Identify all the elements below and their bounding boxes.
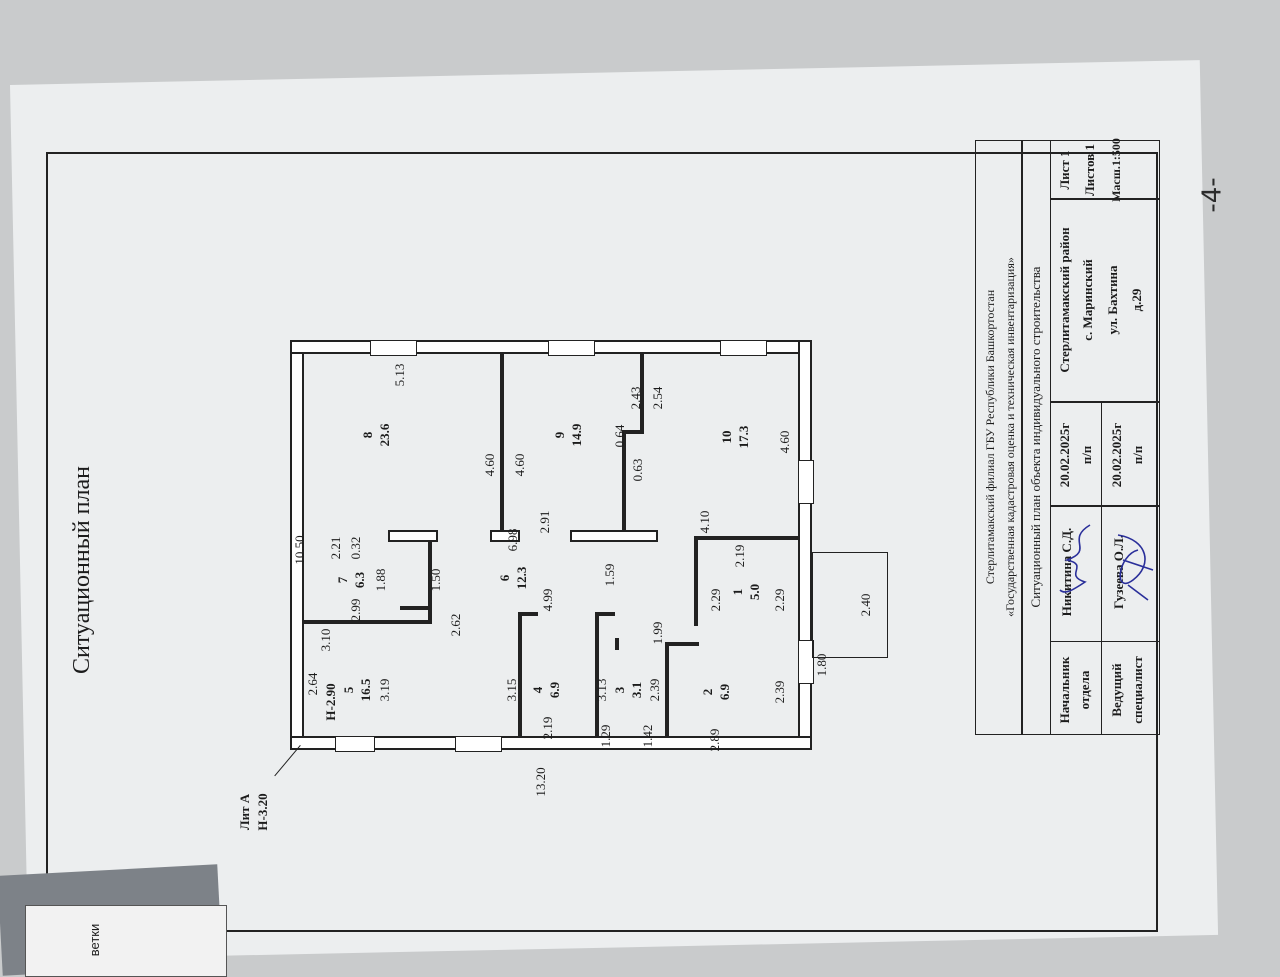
lit-label: Лит А — [237, 793, 252, 831]
dimension: 1.99 — [650, 621, 665, 645]
stamp-document-name: Ситуационный план объекта индивидуальног… — [1028, 266, 1043, 608]
dimension: 2.29 — [708, 588, 723, 612]
dimension: 1.50 — [428, 568, 443, 592]
stamp-org-full: «Государственная кадастровая оценка и те… — [1003, 257, 1017, 617]
dimension: 0.64 — [612, 424, 627, 448]
dimension: 4.60 — [512, 453, 527, 477]
sheets-total: Листов 1 — [1082, 143, 1097, 197]
dimension: 3.10 — [318, 628, 333, 652]
height-mark: Н-2.90 — [323, 683, 338, 721]
room-9-area: 14.9 — [569, 423, 584, 447]
lit-height: Н-3.20 — [255, 793, 270, 831]
dimension: 1.42 — [640, 724, 655, 748]
role: Ведущий — [1109, 663, 1124, 717]
role: специалист — [1130, 656, 1145, 724]
room-6-area: 12.3 — [514, 566, 529, 590]
pp: п/п — [1130, 445, 1145, 465]
dimension: 1.88 — [373, 568, 388, 592]
room-1-area: 5.0 — [747, 583, 762, 601]
dimension: 0.63 — [630, 458, 645, 482]
folder-text: ветки — [87, 923, 102, 957]
dimension: 2.19 — [732, 544, 747, 568]
address-line: Стерлитамакский район — [1057, 227, 1072, 373]
dimension: 3.19 — [377, 678, 392, 702]
dimension-overall-width: 10.50 — [292, 535, 307, 565]
dimension-porch: 2.40 — [858, 593, 873, 617]
name: Гузеева О.Л. — [1111, 534, 1126, 610]
porch — [812, 552, 888, 658]
dimension: 4.60 — [777, 430, 792, 454]
dimension-overall-length: 13.20 — [533, 767, 548, 797]
address-line: ул. Бахтина — [1105, 265, 1120, 335]
page-number: -4- — [1197, 177, 1228, 213]
room-1-number: 1 — [730, 588, 745, 596]
dimension: 2.54 — [650, 386, 665, 410]
dimension: 0.32 — [348, 536, 363, 560]
room-5-number: 5 — [341, 686, 356, 694]
dimension: 2.64 — [305, 672, 320, 696]
dimension: 2.99 — [348, 598, 363, 622]
dimension: 2.89 — [707, 728, 722, 752]
room-3-number: 3 — [612, 686, 627, 694]
room-4-area: 6.9 — [547, 681, 562, 699]
room-9-number: 9 — [552, 431, 567, 439]
scale: Масш.1:500 — [1109, 138, 1123, 202]
folder-form — [25, 905, 227, 977]
dimension: 3.15 — [504, 678, 519, 702]
dimension: 5.13 — [392, 363, 407, 387]
dimension: 6.98 — [505, 528, 520, 552]
address-line: с. Маринский — [1080, 259, 1095, 341]
stamp-org: Стерлитамакский филиал ГБУ Республики Ба… — [983, 289, 997, 585]
dimension: 2.39 — [647, 678, 662, 702]
dimension: 1.29 — [598, 724, 613, 748]
room-10-area: 17.3 — [736, 425, 751, 449]
date: 20.02.2025г — [1109, 422, 1124, 488]
pp: п/п — [1079, 445, 1094, 465]
dimension: 2.62 — [448, 613, 463, 637]
dimension: 2.43 — [628, 386, 643, 410]
room-8-number: 8 — [360, 431, 375, 439]
room-7-area: 6.3 — [352, 571, 367, 589]
dimension-porch: 1.80 — [814, 653, 829, 677]
dimension: 4.60 — [482, 453, 497, 477]
dimension: 2.91 — [537, 510, 552, 534]
room-2-number: 2 — [700, 688, 715, 696]
room-10-number: 10 — [719, 430, 734, 444]
dimension: 2.29 — [772, 588, 787, 612]
dimension: 2.39 — [772, 680, 787, 704]
room-5-area: 16.5 — [358, 678, 373, 702]
plan-title: Ситуационный план — [69, 465, 95, 675]
dimension: 1.59 — [602, 563, 617, 587]
date: 20.02.2025г — [1057, 422, 1072, 488]
room-2-area: 6.9 — [717, 683, 732, 701]
room-7-number: 7 — [335, 576, 350, 584]
sheet: Лист 1 — [1057, 150, 1072, 190]
room-3-area: 3.1 — [629, 681, 644, 699]
address-line: д.29 — [1129, 288, 1144, 312]
room-6-number: 6 — [497, 574, 512, 582]
dimension: 2.19 — [540, 716, 555, 740]
dimension: 4.10 — [697, 510, 712, 534]
role: отдела — [1077, 670, 1092, 710]
name: Никитина С.Д. — [1059, 527, 1074, 617]
room-8-area: 23.6 — [377, 423, 392, 447]
dimension: 3.13 — [594, 678, 609, 702]
dimension: 2.21 — [328, 536, 343, 560]
room-4-number: 4 — [530, 686, 545, 694]
dimension: 4.99 — [540, 588, 555, 612]
drawing-frame — [46, 152, 1158, 932]
role: Начальник — [1057, 656, 1072, 724]
